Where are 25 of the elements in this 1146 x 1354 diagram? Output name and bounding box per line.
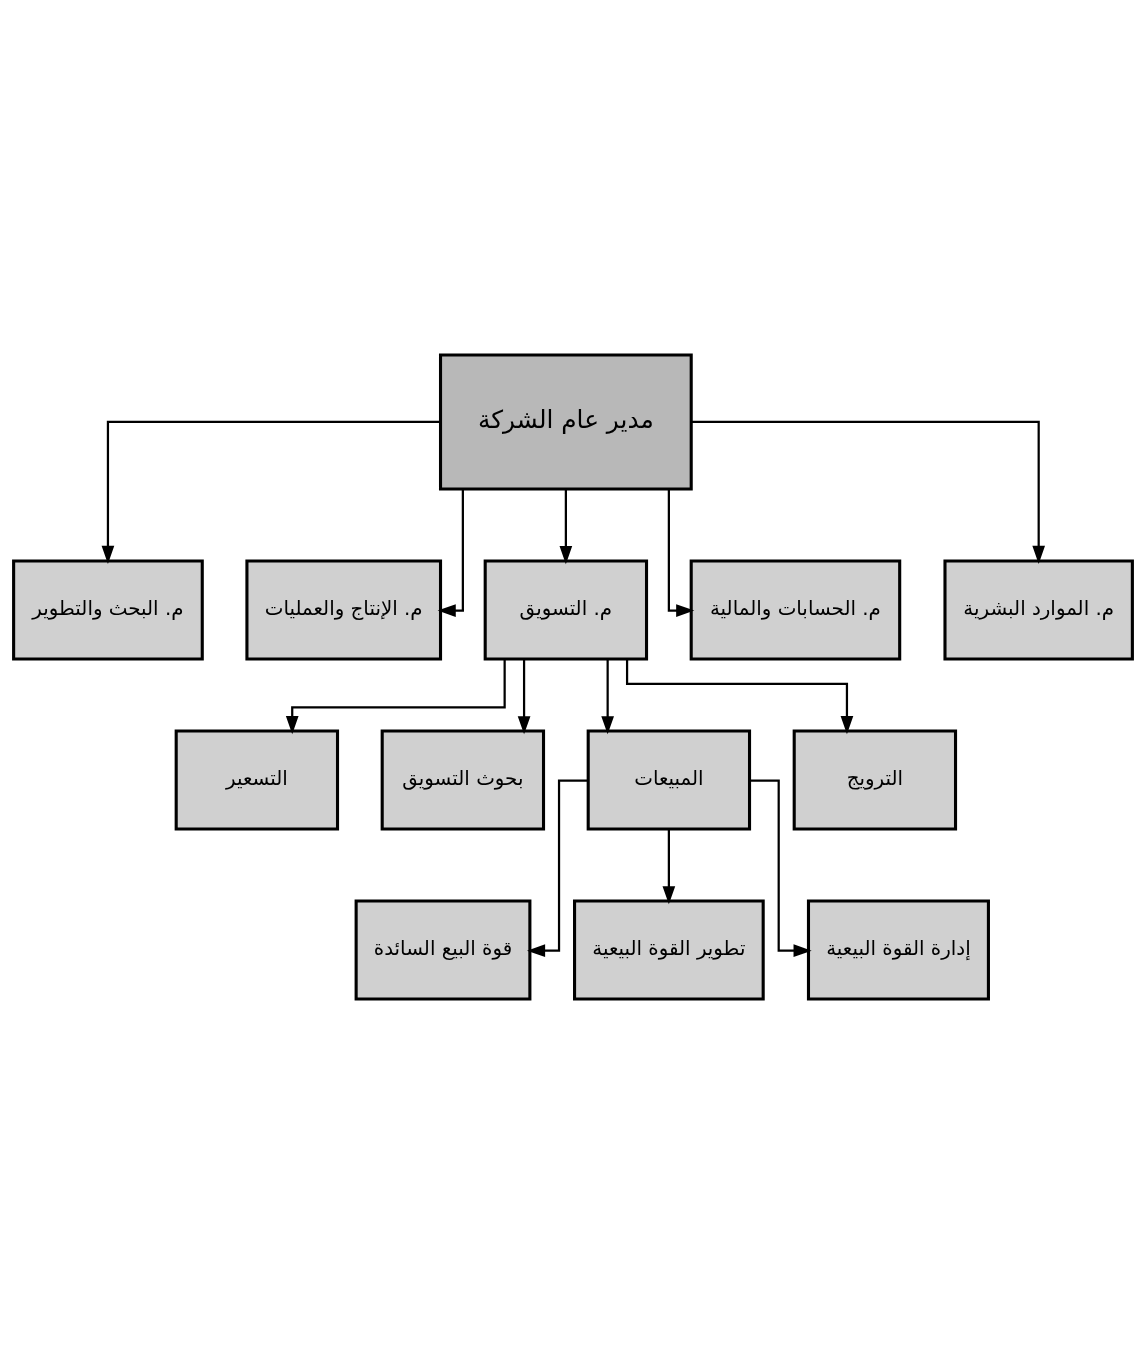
node-box: مدير عام الشركة (438, 353, 693, 491)
arrow (437, 489, 464, 617)
node-box: إدارة القوة البيعية (806, 899, 990, 1001)
arrow (559, 489, 573, 565)
node-box: المبيعات (586, 729, 752, 831)
arrow (527, 779, 588, 957)
arrow (285, 659, 506, 735)
arrow (691, 420, 1046, 564)
arrow (662, 829, 676, 905)
node-box: قوة البيع السائدة (354, 899, 532, 1001)
node-box: م. التسويق (483, 559, 649, 661)
node-box: م. البحث والتطوير (12, 559, 204, 661)
node-box: م. الحسابات والمالية (689, 559, 902, 661)
node-box: م. الموارد البشرية (943, 559, 1134, 661)
arrow (625, 659, 854, 735)
node-box: تطوير القوة البيعية (573, 899, 765, 1001)
node-box: الترويج (792, 729, 958, 831)
node-box: م. الإنتاج والعمليات (245, 559, 443, 661)
arrow (749, 779, 812, 957)
arrow (601, 659, 614, 735)
arrow (517, 659, 531, 735)
node-box: بحوث التسويق (380, 729, 546, 831)
arrow (667, 489, 695, 617)
node-box: التسعير (174, 729, 340, 831)
arrow (101, 420, 441, 564)
